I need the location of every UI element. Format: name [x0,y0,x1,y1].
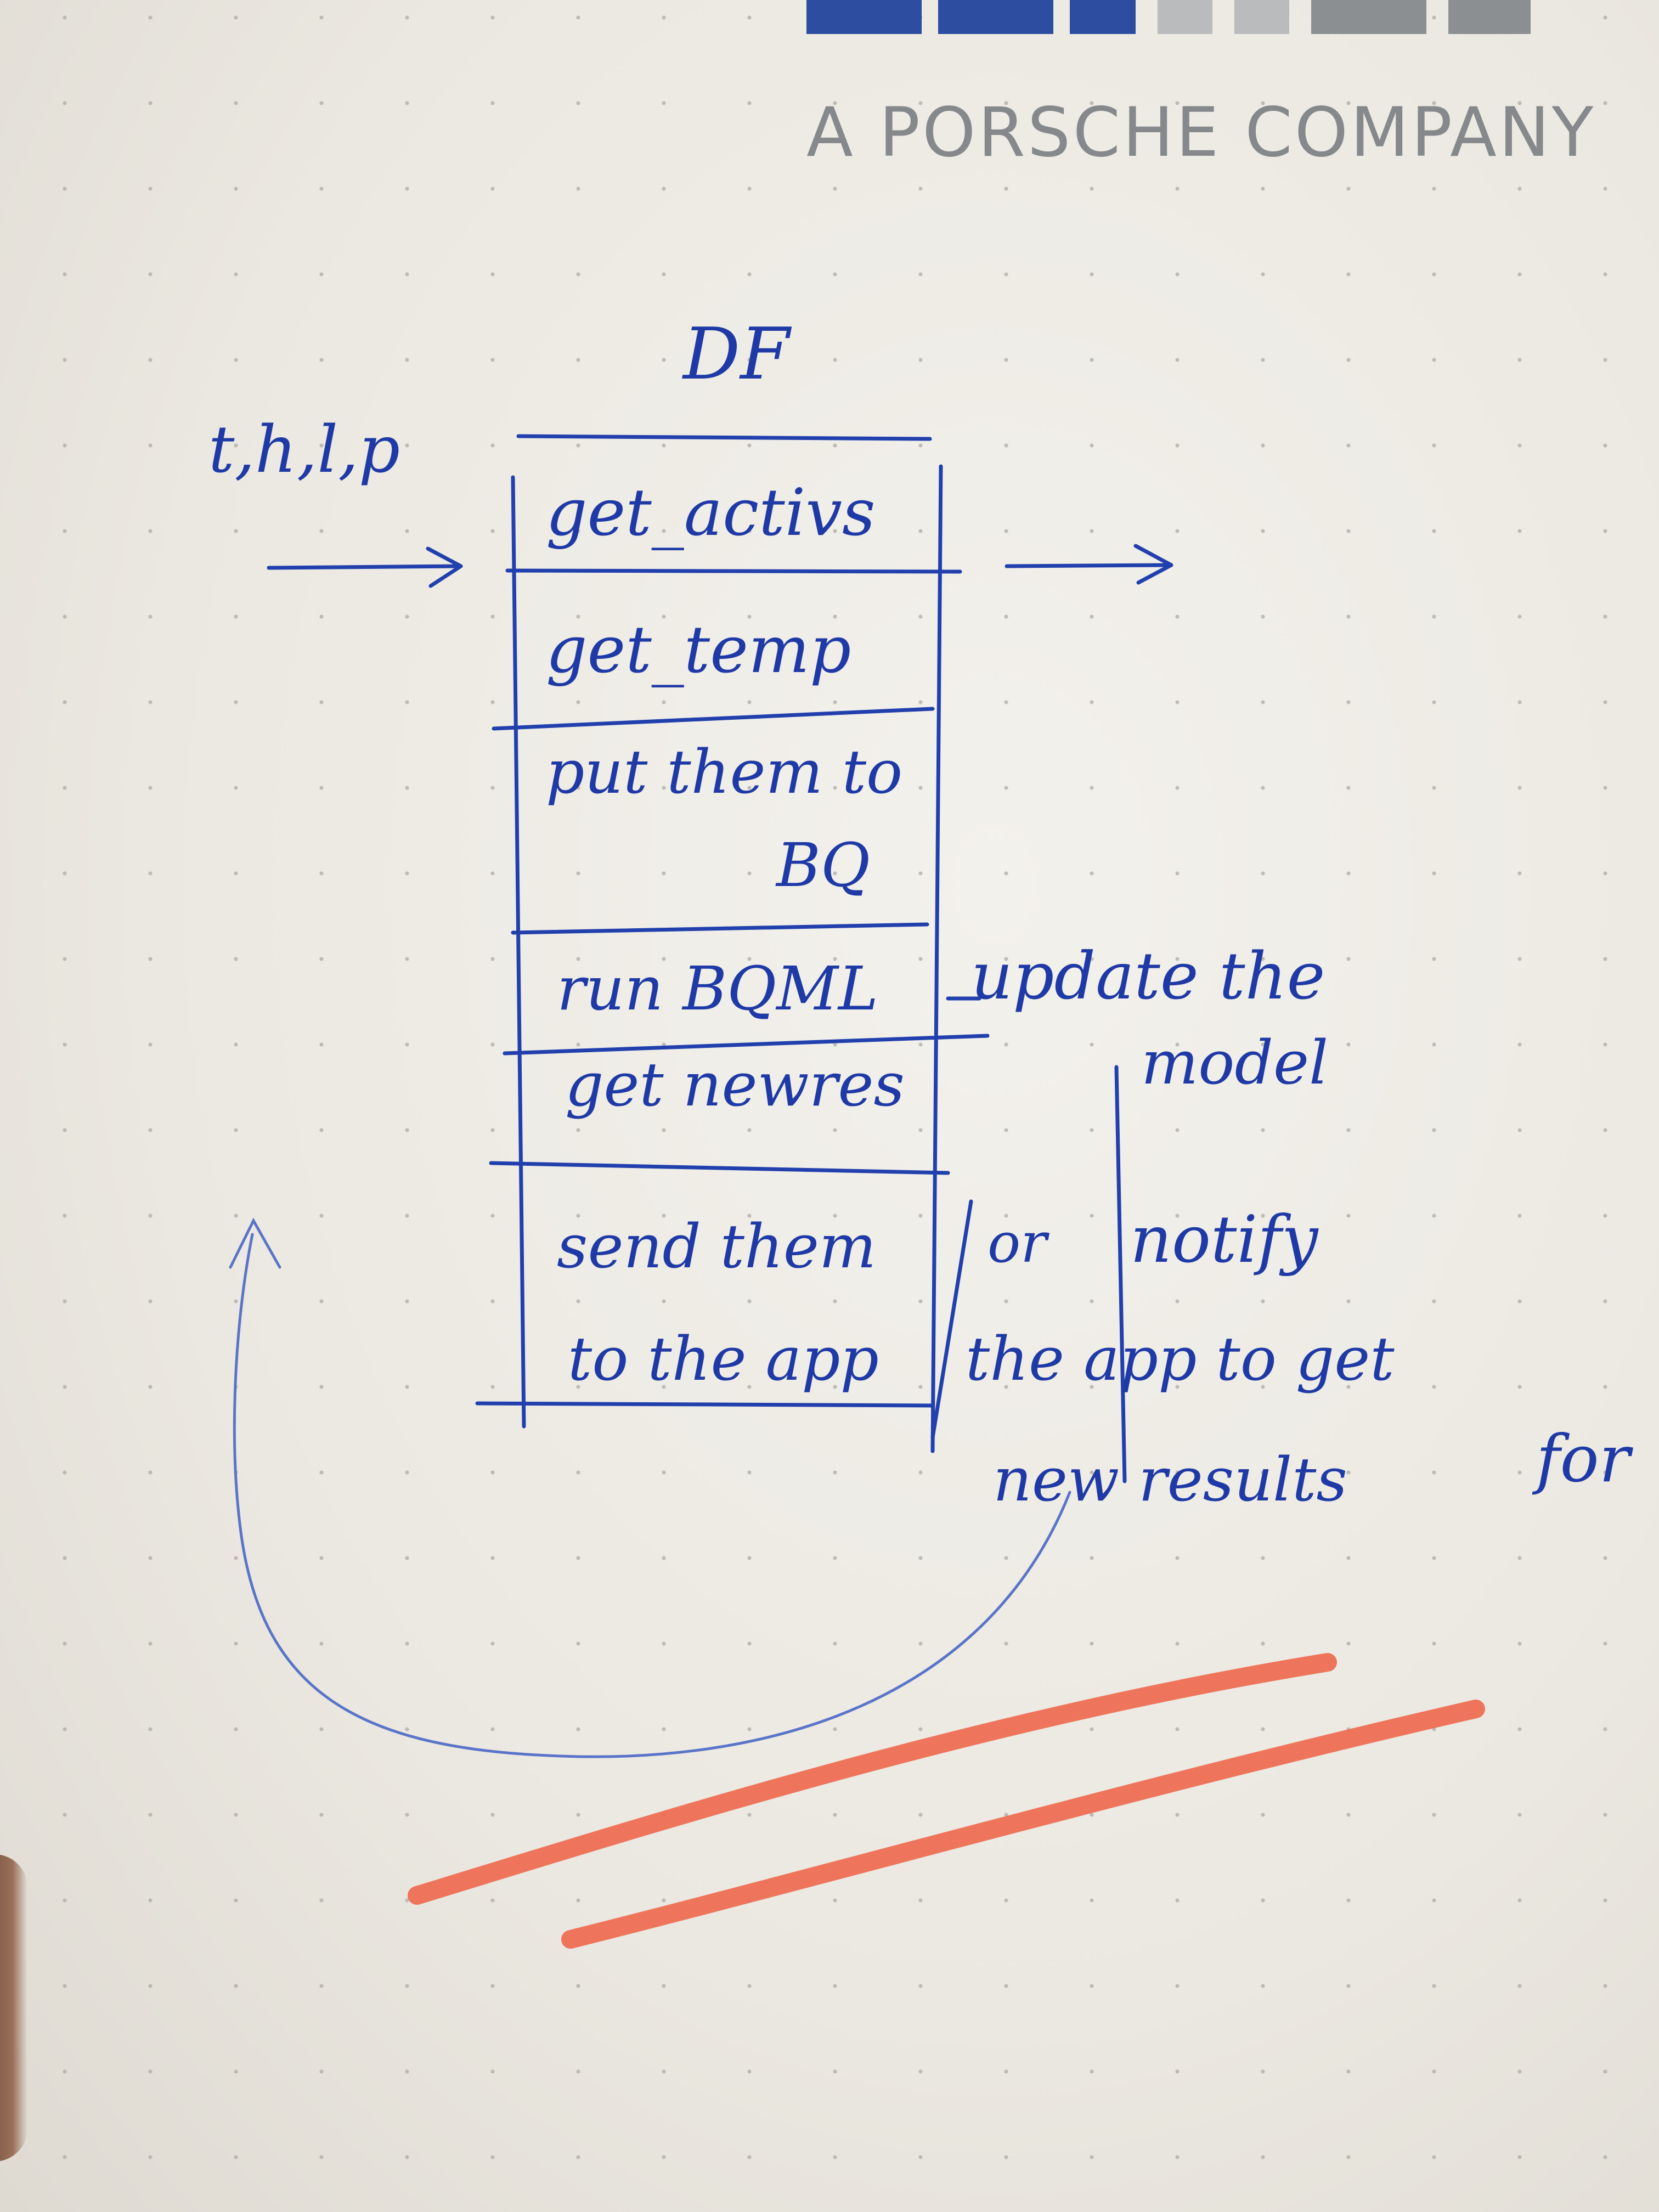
note-notify-line2: the app to get [966,1324,1395,1394]
step-get-temp: get_temp [546,612,851,687]
input-arrow-icon [267,546,463,588]
or-slash [930,1199,973,1440]
finger-edge [0,1854,27,2162]
step-put-to-bq-line1: put them to [546,737,902,807]
step-get-new-res: get newres [565,1049,905,1120]
loop-back-arrow-icon [229,1217,1071,1758]
note-notify-line1: notify [1130,1201,1319,1277]
output-arrow-icon [1005,544,1173,585]
highlight-underline [408,1653,1485,1949]
diagram-title: DF [682,312,792,396]
note-notify-line3: new results [993,1444,1347,1515]
note-update-line2: model [1141,1028,1328,1098]
step-run-bqml: run BQML [557,953,878,1024]
step-send-to-app-line1: send them [557,1211,876,1282]
note-cut-off: for [1532,1421,1634,1497]
note-update-line1: update the [971,938,1325,1014]
note-or: or [988,1211,1049,1275]
step-put-to-bq-line2: BQ [775,830,870,900]
logo-mark [806,0,1531,34]
input-label: t,h,l,p [208,411,400,487]
step-get-active: get_activs [546,475,876,550]
pipeline-box [475,434,990,1453]
step-send-to-app-line2: to the app [568,1324,879,1394]
divider-line [1114,1065,1127,1483]
logo-tagline: A PORSCHE COMPANY [806,93,1596,172]
